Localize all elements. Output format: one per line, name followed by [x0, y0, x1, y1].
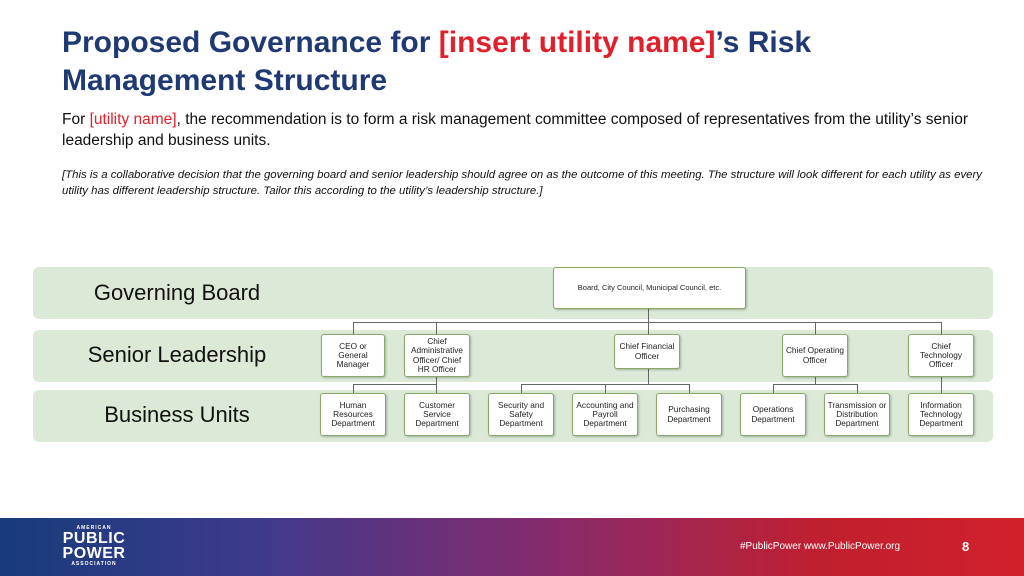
purchasing-box: Purchasing Department — [656, 393, 722, 436]
connector-coo-down — [815, 377, 816, 384]
business-units-label: Business Units — [104, 402, 250, 427]
board-box: Board, City Council, Municipal Council, … — [553, 267, 746, 309]
footer-bar: AMERICAN PUBLIC POWER ASSOCIATION #Publi… — [0, 518, 1024, 576]
customer-service-box: Customer Service Department — [404, 393, 470, 436]
connector-security — [521, 384, 522, 393]
logo-top-text: AMERICAN — [76, 525, 112, 531]
coo-box: Chief Operating Officer — [782, 334, 848, 377]
connector-it — [941, 377, 942, 393]
senior-leadership-label: Senior Leadership — [87, 342, 267, 367]
footer-links: #PublicPower www.PublicPower.org — [740, 541, 901, 552]
connector-cs — [436, 384, 437, 393]
hr-department-box: Human Resources Department — [320, 393, 386, 436]
connector-transmission — [857, 384, 858, 393]
transmission-box: Transmission or Distribution Department — [824, 393, 890, 436]
appa-logo: AMERICAN PUBLIC POWER ASSOCIATION — [58, 525, 130, 567]
connector-senior-5 — [941, 322, 942, 334]
connector-cao-bar — [353, 384, 437, 385]
connector-hr — [353, 384, 354, 393]
logo-bottom-text: ASSOCIATION — [71, 561, 117, 567]
connector-senior-bar — [353, 322, 941, 323]
connector-operations — [773, 384, 774, 393]
connector-senior-2 — [436, 322, 437, 334]
operations-box: Operations Department — [740, 393, 806, 436]
cao-box: Chief Administrative Officer/ Chief HR O… — [404, 334, 470, 377]
cfo-box: Chief Financial Officer — [614, 334, 680, 369]
intro-text: For [utility name], the recommendation i… — [62, 109, 982, 151]
security-safety-box: Security and Safety Department — [488, 393, 554, 436]
connector-board-down — [648, 309, 649, 322]
intro-rest: , the recommendation is to form a risk m… — [62, 111, 968, 149]
connector-accounting — [605, 384, 606, 393]
connector-cao-down — [436, 377, 437, 384]
slide-title: Proposed Governance for [insert utility … — [62, 24, 982, 100]
accounting-payroll-box: Accounting and Payroll Department — [572, 393, 638, 436]
ceo-box: CEO or General Manager — [321, 334, 385, 377]
title-highlight: [insert utility name] — [438, 26, 716, 59]
connector-senior-3 — [648, 322, 649, 334]
title-part1: Proposed Governance for — [62, 26, 439, 59]
intro-prefix: For — [62, 111, 90, 128]
logo-line1: PUBLIC — [62, 530, 126, 547]
it-department-box: Information Technology Department — [908, 393, 974, 436]
governing-board-band — [33, 267, 993, 319]
connector-coo-bar — [773, 384, 857, 385]
instruction-note: [This is a collaborative decision that t… — [62, 169, 982, 197]
intro-highlight: [utility name] — [89, 111, 177, 128]
logo-line2: POWER — [62, 545, 126, 562]
cto-box: Chief Technology Officer — [908, 334, 974, 377]
page-number: 8 — [962, 539, 970, 554]
governing-board-label: Governing Board — [93, 280, 261, 305]
connector-cfo-down — [648, 369, 649, 384]
connector-senior-1 — [353, 322, 354, 334]
connector-purchasing — [689, 384, 690, 393]
title-part2: ’s Risk Management Structure — [62, 26, 812, 97]
connector-senior-4 — [815, 322, 816, 334]
